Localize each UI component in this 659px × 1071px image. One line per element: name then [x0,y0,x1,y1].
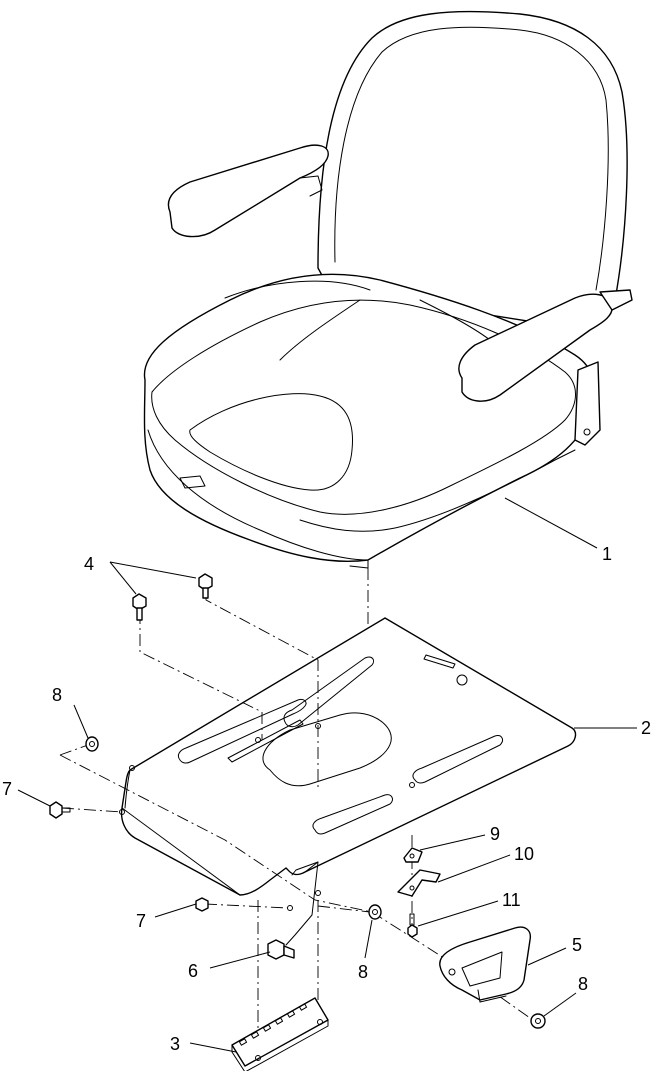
seat [143,10,633,569]
callout-6: 6 [188,961,198,981]
leader-4a [109,561,137,595]
seat-center-pad [189,393,354,491]
leader-8b [364,919,373,959]
seat-side-bracket [574,361,601,446]
plate-hole-g [129,765,135,771]
callout-3: 3 [170,1034,180,1054]
callout-8b: 8 [358,962,368,982]
leader-7b [154,903,197,918]
plate-hole-d [119,809,125,815]
handle-5 [439,926,532,1003]
seat-plate-front-bend [121,807,319,896]
plate-small-slot [423,654,456,669]
callout-11: 11 [502,890,521,910]
seat-bolster-line [224,280,491,361]
nut-8a [85,736,99,752]
clip-9 [403,847,423,863]
callout-1: 1 [602,544,612,564]
plate-slot-5 [412,735,503,784]
leader-7a [17,789,51,807]
plate-hole-f [315,890,321,896]
plate-hole-a [255,737,261,743]
side-bracket-hole [583,428,591,436]
seat-plate [119,617,577,946]
leader-11 [417,900,499,927]
bolt-4b [198,573,213,599]
leader-lines [17,497,637,1053]
bolt-7b [195,897,209,912]
plate-slot-2 [283,656,375,728]
latch-plate-10 [397,869,441,897]
leader-4b [109,561,197,579]
leader-6 [209,951,271,969]
leader-3 [189,1042,237,1053]
centerline-nut-8a [59,744,89,756]
right-armrest-pivot [599,289,633,311]
bracket-3 [231,997,329,1071]
left-armrest [167,144,329,238]
bolt-7a [49,801,71,819]
nut-8c [530,1013,546,1029]
callout-8c: 8 [578,974,588,994]
leader-1 [504,497,598,549]
plate-slot-1 [177,699,307,764]
centerline-bolt-7a [61,807,123,813]
plate-hole-large [456,674,468,686]
callout-8a: 8 [52,685,62,705]
centerline-bolt-7b [204,903,289,909]
cushion-surface [151,299,576,515]
seat-backrest [317,10,628,331]
callout-4: 4 [84,554,94,574]
callout-2: 2 [641,718,651,738]
centerline-nut-8b [317,905,371,913]
backrest-panel [334,26,609,291]
seat-left-latch [179,475,206,489]
left-armrest-mount [299,175,323,197]
seat-plate-flange [124,769,319,946]
leader-9 [419,834,486,851]
seat-plate-body [120,617,577,896]
plate-slot-4 [312,794,393,835]
callout-7b: 7 [136,911,146,931]
leader-5 [527,947,567,966]
plate-hole-c [409,782,415,788]
plate-oval-cutout [262,712,392,787]
bolt-4a [132,593,147,621]
callout-9: 9 [490,824,500,844]
callout-7a: 7 [2,779,12,799]
shoulder-bolt-6 [267,939,295,960]
plate-hole-e [287,905,293,911]
seat-pan [299,449,576,532]
callout-5: 5 [572,935,582,955]
callout-10: 10 [514,844,534,864]
callouts: 1 2 3 4 5 6 7 7 8 8 8 9 10 11 [2,544,651,1054]
nut-8b [368,904,382,920]
plate-slot-3 [227,719,304,763]
leader-10 [437,854,511,883]
leader-8c [543,992,577,1017]
screw-11 [407,913,418,938]
leader-8a [73,704,89,739]
